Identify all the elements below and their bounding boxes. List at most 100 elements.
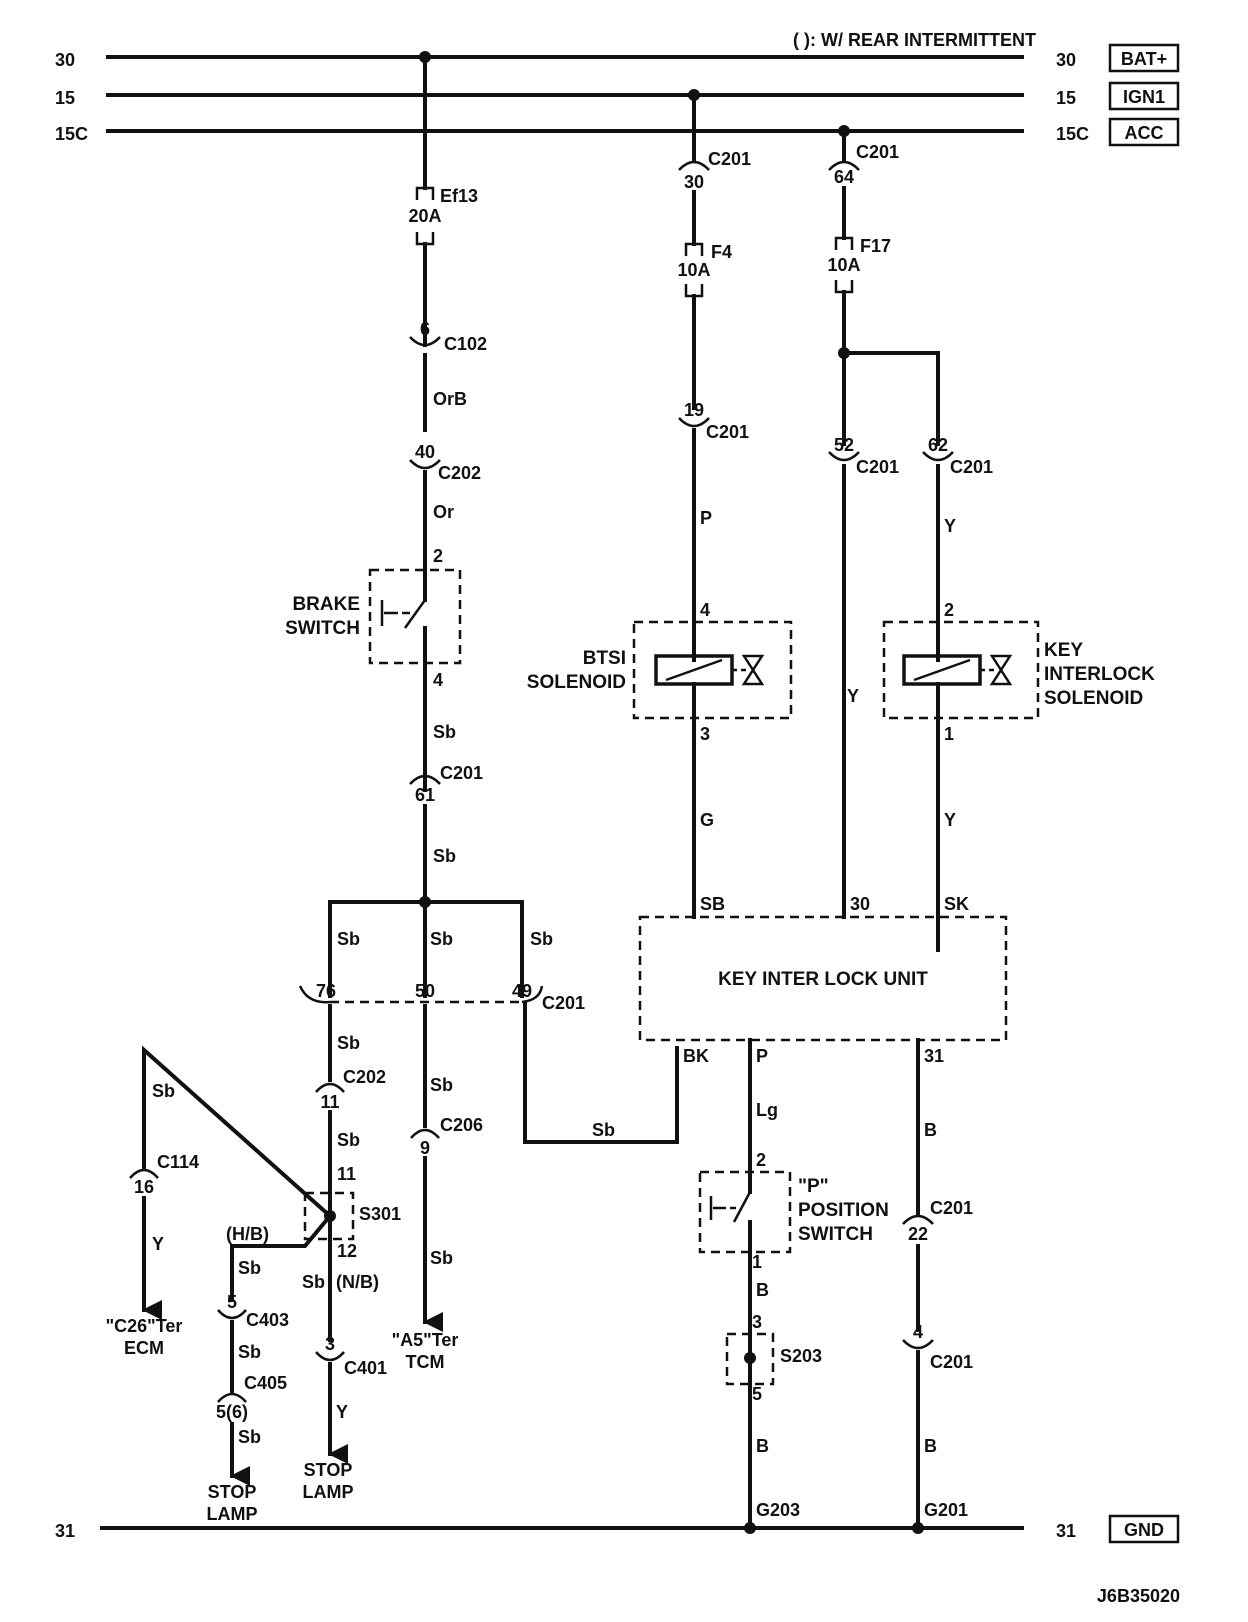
connector-c201-label: C201 [950,457,993,477]
plunger-symbol [741,654,765,686]
pin-61: 61 [415,785,435,805]
key-interlock-unit-box [638,915,1008,1042]
connector-c102-label: C102 [444,334,487,354]
connector-c403-symbol [217,1309,247,1320]
wire-color-sb: Sb [238,1427,261,1447]
connector-c206-symbol [410,1128,440,1139]
stop-lamp-label-2: LAMP [303,1482,354,1502]
connector-c201-label: C201 [856,142,899,162]
wire-color-sb: Sb [530,929,553,949]
wire [142,1045,333,1219]
unit-pin-30: 30 [850,894,870,914]
figure-id: J6B35020 [1097,1586,1180,1606]
pin-30: 30 [684,172,704,192]
pin-2: 2 [433,546,443,566]
pin-50: 50 [415,981,435,1001]
btsi-label-2: SOLENOID [527,672,626,693]
ground-g203-label: G203 [756,1500,800,1520]
connector-c405-symbol [217,1392,247,1403]
connector-c102-symbol [409,336,441,347]
pin-3: 3 [325,1334,335,1354]
wire [523,1002,679,1144]
coil-diagonal [913,658,971,682]
wire-color-sb: Sb [433,846,456,866]
brake-circuit: Ef13 20A 6 C102 OrB 40 C202 Or 2 4 BRAKE… [106,51,679,1524]
connector-c201-symbol [678,160,710,171]
p-switch-box [698,1170,792,1254]
connector-c403-label: C403 [246,1310,289,1330]
splice-s203-box [725,1332,775,1386]
connector-c405-label: C405 [244,1373,287,1393]
fuse-f4-name: F4 [711,242,732,262]
gnd-tag-box [1108,1514,1180,1544]
fuse-ef13-name: Ef13 [440,186,478,206]
pin-3: 3 [700,724,710,744]
wire-color-sb: Sb [337,929,360,949]
btsi-circuit: C201 30 F4 10A 19 C201 P 4 BTSI SOLENOID… [527,89,793,919]
ground-g201-dot [912,1522,924,1534]
wire-color-sb: Sb [238,1258,261,1278]
wire-color-b: B [924,1120,937,1140]
fuse-f4-rating: 10A [677,260,710,280]
wire-color-sb: Sb [337,1033,360,1053]
wire-color-nb: (N/B) [336,1272,379,1292]
wire-color-p: P [700,508,712,528]
acc-tag-box [1108,117,1180,147]
rail-15c-label-left: 15C [55,124,88,144]
connector-c114-label: C114 [157,1152,199,1172]
pin-1: 1 [944,724,954,744]
unit-pin-sb: SB [700,894,725,914]
wire-color-orb: OrB [433,389,467,409]
ground-g203-dot [744,1522,756,1534]
wire-color-sb: Sb [337,1130,360,1150]
wire [842,351,940,446]
wire-color-sb: Sb [238,1342,261,1362]
acc-circuit: C201 64 F17 10A 52 C201 62 C201 Y Y 2 KE… [827,125,1155,952]
p-switch-symbol [709,1191,752,1223]
pin-40: 40 [415,442,435,462]
key-interlock-solenoid-box [882,620,1040,720]
stop-lamp-label-1: STOP [304,1460,353,1480]
bat-tag: BAT+ [1121,49,1167,69]
splice-s203-dot [744,1352,756,1364]
pin-76: 76 [316,981,336,1001]
unit-pin-31: 31 [924,1046,944,1066]
pin-52: 52 [834,435,854,455]
rail-30-label-right: 30 [1056,50,1076,70]
connector-c201-symbol [922,451,954,462]
wire-color-y: Y [944,516,956,536]
splice-s301-box [303,1191,355,1241]
rail-15-label-left: 15 [55,88,75,108]
connector-c201-symbol [828,451,860,462]
ground-circuit: B C201 22 4 C201 B G201 [902,1038,973,1534]
pin-19: 19 [684,400,704,420]
connector-c201-symbol [828,160,860,171]
connector-c201-symbol [521,985,544,1004]
wire-color-or: Or [433,502,454,522]
pin-5: 5 [227,1292,237,1312]
connector-c202-symbol [409,459,441,470]
pin-62: 62 [928,435,948,455]
brake-switch-symbol [380,599,427,629]
brake-switch-label-1: BRAKE [292,594,360,615]
connector-c202-label: C202 [343,1067,386,1087]
ground-g201-label: G201 [924,1500,968,1520]
connector-c201-symbol [902,1214,934,1225]
connector-c201-label: C201 [708,149,751,169]
connector-c206-label: C206 [440,1115,483,1135]
wire-color-sb: Sb [430,929,453,949]
coil-diagonal [665,658,723,682]
fuse-f17-rating: 10A [827,255,860,275]
wire-color-sb: Sb [152,1081,175,1101]
key-solenoid-label-2: INTERLOCK [1044,664,1155,685]
power-rails: 30 15 15C 31 30 15 15C 31 BAT+ IGN1 ACC … [55,30,1180,1606]
tcm-label-1: "A5"Ter [392,1330,459,1350]
wire-color-sb: Sb [592,1120,615,1140]
rail-31-label-right: 31 [1056,1521,1076,1541]
acc-tag: ACC [1125,123,1164,143]
ecm-label-1: "C26"Ter [106,1316,183,1336]
brake-switch-label-2: SWITCH [285,618,360,639]
btsi-solenoid-box [632,620,793,720]
splice-s301-label: S301 [359,1204,401,1224]
